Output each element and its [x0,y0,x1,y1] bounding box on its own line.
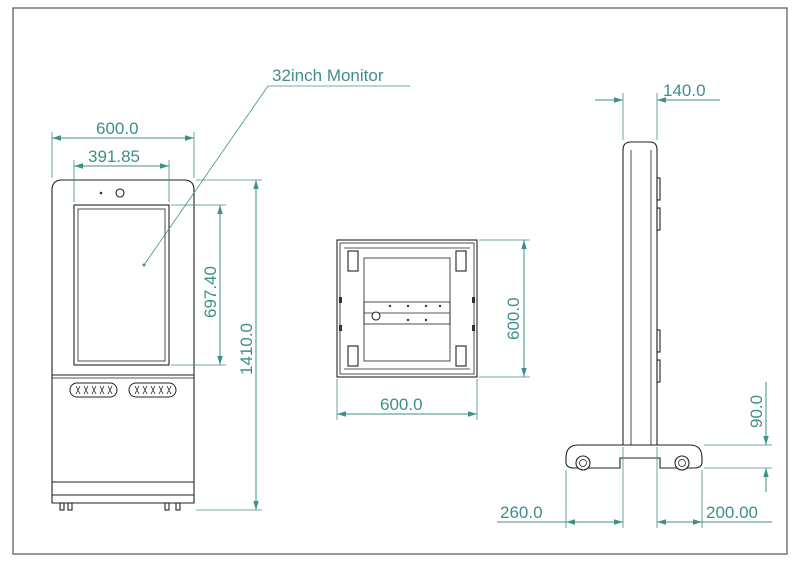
side-vent [656,177,661,201]
dim-base-left: 260.0 [500,503,543,522]
dim-screen-height: 697.40 [201,266,220,318]
foot [164,502,170,511]
dim-base-height: 90.0 [747,395,766,428]
speaker-mesh-left [75,385,113,395]
sensor-dot [99,191,103,195]
top-view [336,239,478,378]
dim-top-width: 600.0 [380,395,423,414]
speaker-grille-left [69,382,118,398]
speaker-mesh-right [134,385,172,395]
screen-inner [77,208,166,362]
callout-leader [143,85,269,266]
dim-screen-width: 391.85 [88,147,140,166]
side-column [622,141,658,446]
side-vent [656,329,661,353]
dim-front-width: 600.0 [96,119,139,138]
callout-label: 32inch Monitor [272,66,384,85]
side-view [565,141,703,471]
corner-bracket [455,250,467,272]
dim-top-depth: 600.0 [504,297,523,340]
screen [73,204,170,366]
front-dimensions: 600.0 391.85 697.40 1410.0 [51,119,262,511]
side-dimensions: 140.0 90.0 260.0 200.00 [497,81,772,528]
side-vent [656,207,661,231]
corner-bracket [347,345,359,367]
side-base [565,444,703,469]
top-inner [339,242,475,375]
drawing-border [12,7,788,555]
foot [67,502,73,511]
front-view [51,179,195,511]
dim-base-right: 200.00 [706,503,758,522]
dim-side-thickness: 140.0 [663,81,706,100]
foot [59,502,65,511]
side-vent [656,359,661,383]
dim-total-height: 1410.0 [237,323,256,375]
caster-left [575,455,591,471]
corner-bracket [455,345,467,367]
speaker-grille-right [128,382,177,398]
corner-bracket [347,250,359,272]
top-dimensions: 600.0 600.0 [336,239,530,420]
camera-icon [115,188,125,198]
lock-icon [371,311,381,321]
top-outline [336,239,478,378]
monitor-callout: 32inch Monitor [142,66,410,267]
caster-right [674,455,690,471]
foot [175,502,181,511]
